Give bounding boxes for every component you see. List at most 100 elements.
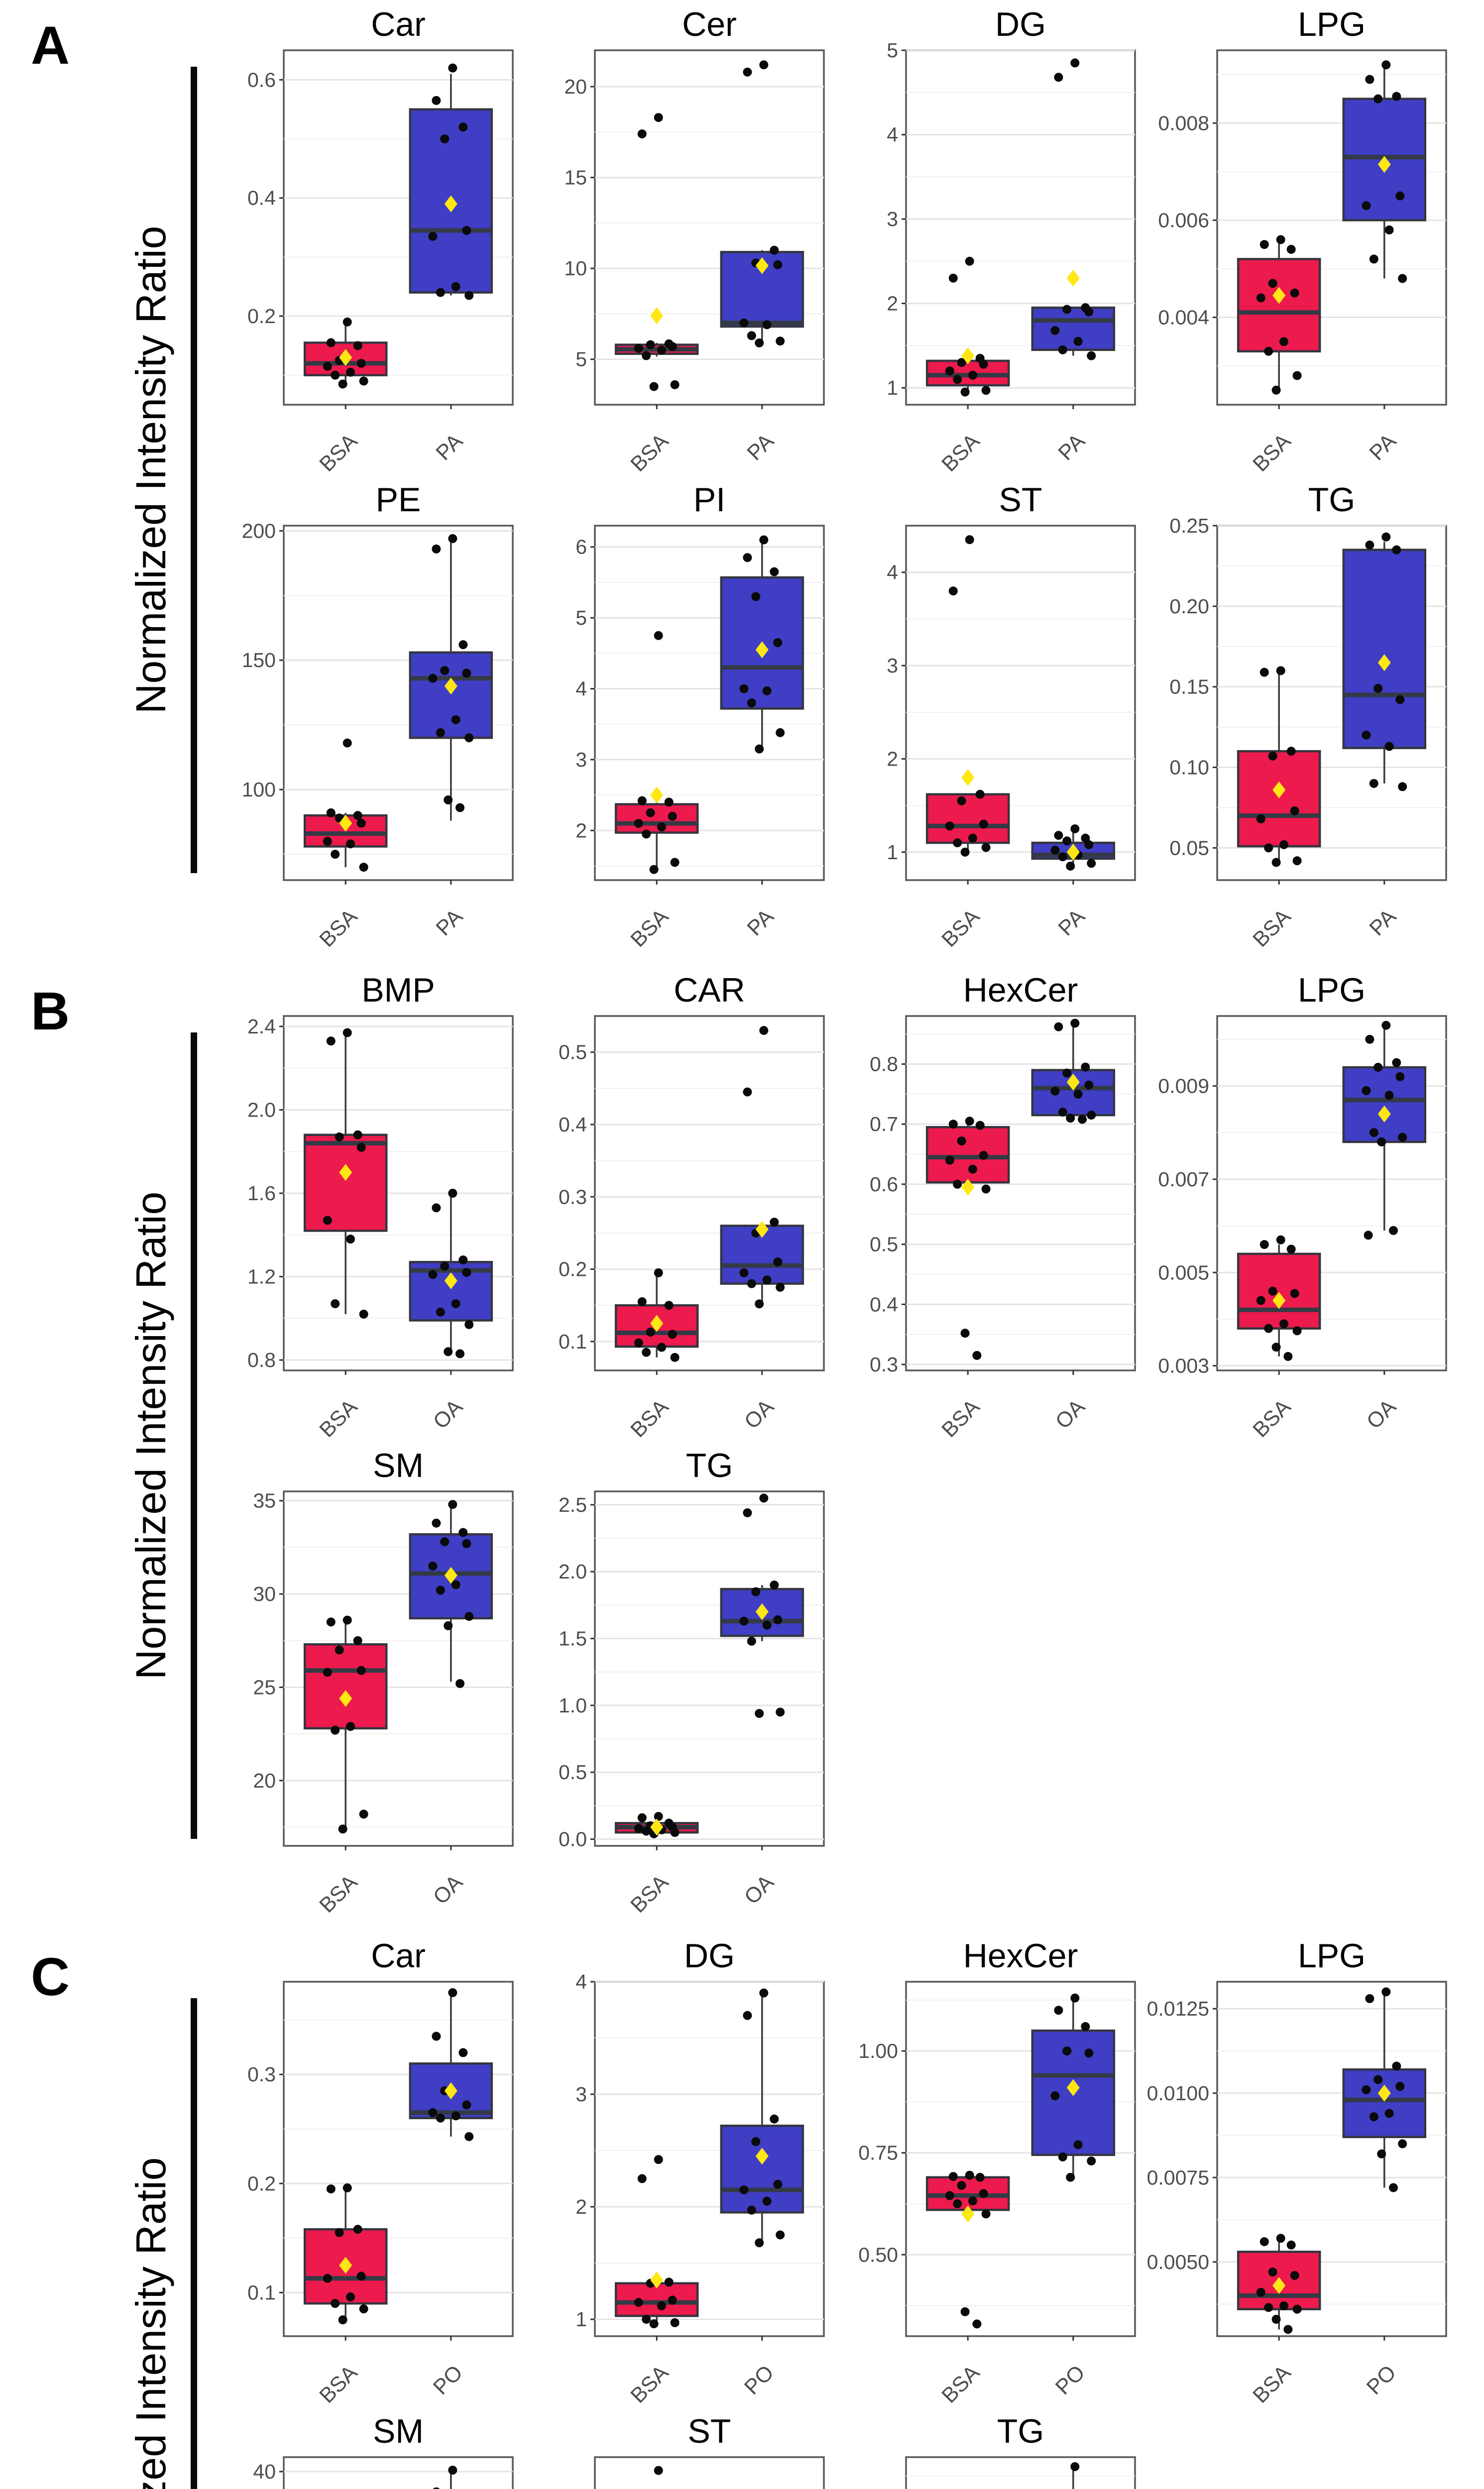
svg-text:BSA: BSA <box>315 2361 362 2408</box>
svg-text:Car: Car <box>371 1937 426 1975</box>
svg-text:DG: DG <box>995 5 1046 43</box>
svg-text:0.8: 0.8 <box>247 1349 276 1371</box>
svg-text:0.0125: 0.0125 <box>1147 1997 1209 2020</box>
svg-text:10: 10 <box>564 257 587 280</box>
svg-text:PA: PA <box>743 429 779 465</box>
svg-text:6: 6 <box>575 536 587 559</box>
svg-text:200: 200 <box>242 519 276 542</box>
svg-text:TG: TG <box>1308 481 1355 519</box>
svg-text:2.5: 2.5 <box>559 1493 587 1516</box>
svg-text:Car: Car <box>371 5 426 43</box>
subplot-st-panel-c: ST1234BSAPO <box>525 2410 836 2489</box>
svg-text:0.05: 0.05 <box>1169 836 1209 859</box>
svg-text:PA: PA <box>1365 905 1401 940</box>
svg-text:BSA: BSA <box>1248 1395 1295 1442</box>
svg-text:2.4: 2.4 <box>247 1015 276 1038</box>
svg-text:20: 20 <box>253 1769 276 1792</box>
svg-text:OA: OA <box>429 1870 467 1909</box>
svg-text:BSA: BSA <box>315 1395 362 1442</box>
svg-text:0.25: 0.25 <box>1169 514 1209 537</box>
svg-text:0.009: 0.009 <box>1158 1075 1209 1098</box>
svg-text:0.5: 0.5 <box>559 1041 587 1064</box>
panel-c-y-axis-label: Normalized Intensity Ratio <box>127 2157 174 2489</box>
svg-text:0.3: 0.3 <box>247 2063 276 2086</box>
svg-text:Cer: Cer <box>682 5 737 43</box>
svg-text:PA: PA <box>1054 429 1090 465</box>
svg-text:PE: PE <box>376 481 421 519</box>
svg-text:LPG: LPG <box>1298 5 1366 43</box>
svg-text:20: 20 <box>564 75 587 98</box>
svg-text:0.8: 0.8 <box>870 1053 898 1076</box>
panel-b-axis-bar <box>191 1032 197 1839</box>
svg-text:BMP: BMP <box>361 971 435 1009</box>
svg-text:4: 4 <box>887 123 898 146</box>
svg-text:BSA: BSA <box>315 905 362 952</box>
svg-text:0.0100: 0.0100 <box>1147 2082 1209 2105</box>
svg-text:SM: SM <box>373 1447 424 1484</box>
svg-text:0.6: 0.6 <box>247 68 276 91</box>
svg-text:PO: PO <box>1362 2361 1401 2399</box>
panel-b-label: B <box>31 981 70 1041</box>
svg-text:0.2: 0.2 <box>247 2172 276 2195</box>
panel-b-axis-gutter: Normalized Intensity Ratio <box>0 969 214 1924</box>
svg-text:PO: PO <box>740 2361 779 2399</box>
svg-text:0.5: 0.5 <box>559 1761 587 1784</box>
svg-text:PA: PA <box>432 429 467 465</box>
svg-text:BSA: BSA <box>937 429 984 476</box>
svg-text:0.75: 0.75 <box>858 2142 898 2164</box>
svg-text:ST: ST <box>688 2412 731 2450</box>
svg-text:1: 1 <box>887 376 898 399</box>
svg-text:LPG: LPG <box>1298 1937 1366 1975</box>
svg-text:0.2: 0.2 <box>247 305 276 328</box>
svg-text:BSA: BSA <box>1248 429 1295 476</box>
svg-text:CAR: CAR <box>674 971 745 1009</box>
svg-text:1.6: 1.6 <box>247 1182 276 1205</box>
svg-text:4: 4 <box>887 561 898 584</box>
svg-text:0.0: 0.0 <box>559 1828 587 1851</box>
svg-text:0.4: 0.4 <box>559 1113 587 1136</box>
svg-text:40: 40 <box>253 2460 276 2483</box>
svg-text:100: 100 <box>242 778 276 801</box>
svg-text:2: 2 <box>887 747 898 770</box>
svg-text:0.0050: 0.0050 <box>1147 2251 1209 2273</box>
svg-text:PA: PA <box>743 905 779 940</box>
svg-text:0.4: 0.4 <box>247 187 276 210</box>
svg-text:PA: PA <box>1365 429 1401 465</box>
svg-text:0.6: 0.6 <box>870 1173 898 1196</box>
panel-c-label: C <box>31 1946 70 2007</box>
svg-text:OA: OA <box>740 1870 779 1909</box>
svg-text:0.10: 0.10 <box>1169 756 1209 779</box>
panel-a-label: A <box>31 15 70 75</box>
svg-text:PO: PO <box>1051 2361 1090 2399</box>
svg-text:SM: SM <box>373 2412 424 2450</box>
svg-text:1: 1 <box>887 841 898 864</box>
svg-text:OA: OA <box>429 1395 467 1434</box>
svg-text:4: 4 <box>575 678 587 700</box>
svg-text:4: 4 <box>575 1970 587 1993</box>
svg-text:0.5: 0.5 <box>870 1233 898 1256</box>
panel-c-axis-gutter: Normalized Intensity Ratio <box>0 1934 214 2489</box>
